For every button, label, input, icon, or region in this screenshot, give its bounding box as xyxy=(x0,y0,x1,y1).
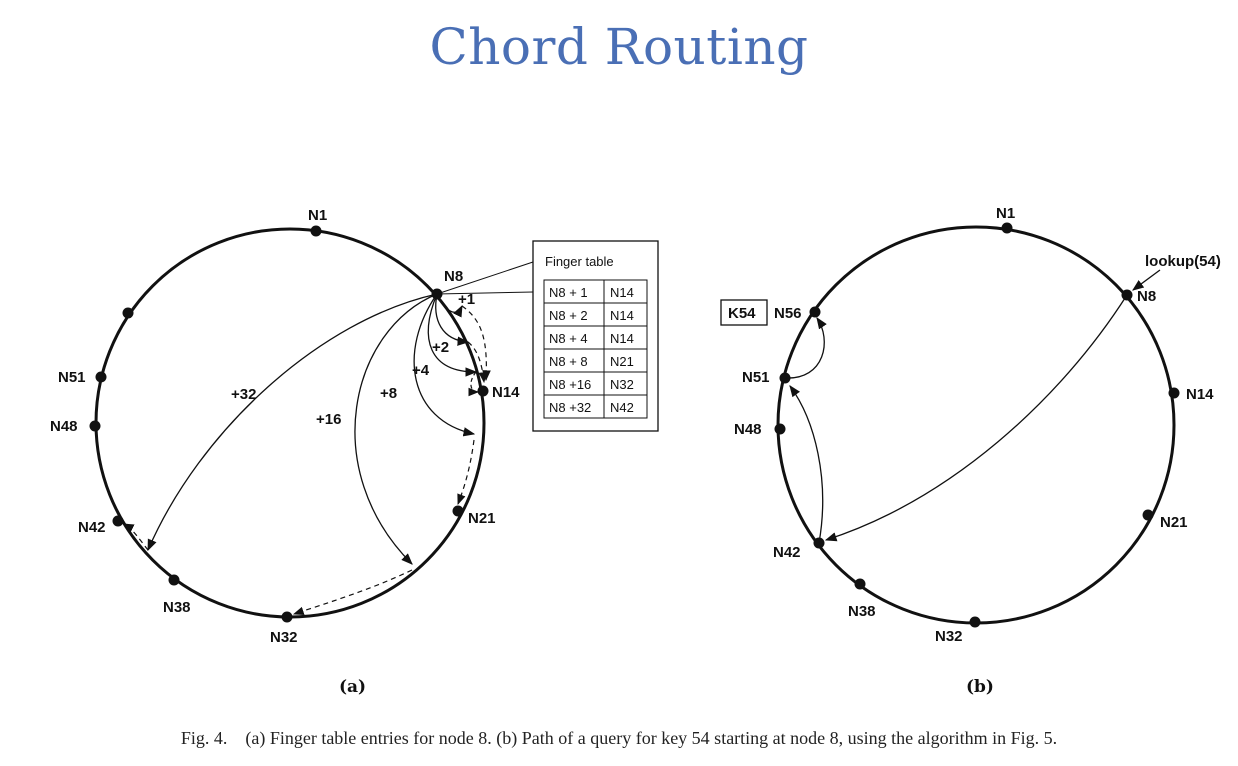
successor-dash-8 xyxy=(457,439,475,506)
finger-start-cell: N8 + 4 xyxy=(549,331,588,346)
node-n32-a xyxy=(281,611,293,623)
node-n48-a xyxy=(89,420,101,432)
label-n21-b: N21 xyxy=(1160,514,1188,531)
node-n51-a xyxy=(95,371,107,383)
finger-arrow-2 xyxy=(435,293,470,346)
node-n21-b xyxy=(1142,509,1154,521)
finger-start-cell: N8 +16 xyxy=(549,377,591,392)
query-path-n51-to-n56 xyxy=(784,317,827,379)
label-n8-b: N8 xyxy=(1137,288,1156,305)
offset-label-8: +8 xyxy=(380,385,397,402)
chord-ring-a xyxy=(94,227,486,619)
diagram-a: N1 N8 N14 N21 N32 N38 N42 N48 N51 +1 +2 … xyxy=(50,207,659,697)
offset-label-4: +4 xyxy=(412,362,430,379)
key-label: K54 xyxy=(728,305,756,322)
label-n1-a: N1 xyxy=(308,207,327,224)
node-n1-a xyxy=(310,225,322,237)
node-n48-b xyxy=(774,423,786,435)
label-n14-b: N14 xyxy=(1186,386,1214,403)
finger-node-cell: N14 xyxy=(610,308,634,323)
finger-node-cell: N42 xyxy=(610,400,634,415)
successor-dash-32 xyxy=(123,523,149,551)
offset-label-16: +16 xyxy=(316,411,341,428)
node-n38-b xyxy=(854,578,866,590)
label-n8-a: N8 xyxy=(444,268,463,285)
label-n42-b: N42 xyxy=(773,544,801,561)
label-n1-b: N1 xyxy=(996,205,1015,222)
finger-start-cell: N8 + 1 xyxy=(549,285,588,300)
finger-node-cell: N21 xyxy=(610,354,634,369)
label-n32-b: N32 xyxy=(935,628,963,645)
label-n14-a: N14 xyxy=(492,384,520,401)
finger-arrow-1 xyxy=(436,293,463,318)
callout-line-bottom xyxy=(436,291,534,295)
chord-ring-b xyxy=(776,225,1176,625)
node-n42-a xyxy=(112,515,124,527)
label-n21-a: N21 xyxy=(468,510,496,527)
offset-label-2: +2 xyxy=(432,339,449,356)
finger-start-cell: N8 +32 xyxy=(549,400,591,415)
offset-label-32: +32 xyxy=(231,386,256,403)
label-n38-a: N38 xyxy=(163,599,191,616)
page-title: Chord Routing xyxy=(429,18,809,76)
node-n38-a xyxy=(168,574,180,586)
label-n48-b: N48 xyxy=(734,421,762,438)
offset-label-1: +1 xyxy=(458,291,475,308)
finger-arrow-32 xyxy=(147,293,438,552)
node-n14-b xyxy=(1168,387,1180,399)
finger-arrow-16 xyxy=(354,293,438,565)
finger-start-cell: N8 + 8 xyxy=(549,354,588,369)
finger-table-title: Finger table xyxy=(545,254,614,269)
lookup-label: lookup(54) xyxy=(1145,253,1221,270)
figure-caption: Fig. 4. (a) Finger table entries for nod… xyxy=(180,728,1058,748)
finger-node-cell: N14 xyxy=(610,331,634,346)
label-n48-a: N48 xyxy=(50,418,78,435)
label-n51-b: N51 xyxy=(742,369,770,386)
finger-table: Finger table N8 + 1 N14 N8 + 2 N14 N8 + … xyxy=(436,240,659,432)
node-unlabeled-a xyxy=(122,307,134,319)
finger-node-cell: N14 xyxy=(610,285,634,300)
sublabel-a: (a) xyxy=(339,677,366,697)
finger-table-frame xyxy=(532,240,659,432)
key-box xyxy=(720,299,768,326)
finger-arrow-8 xyxy=(413,293,476,437)
node-n14-a xyxy=(477,385,489,397)
finger-start-cell: N8 + 2 xyxy=(549,308,588,323)
node-n21-a xyxy=(452,505,464,517)
finger-node-cell: N32 xyxy=(610,377,634,392)
sublabel-b: (b) xyxy=(966,677,994,697)
diagram-b: N1 N8 N14 N21 N32 N38 N42 N48 N51 N56 K5… xyxy=(720,205,1221,697)
node-n1-b xyxy=(1001,222,1013,234)
lookup-pointer xyxy=(1132,269,1161,291)
finger-arrow-4 xyxy=(427,293,478,377)
successor-dash-2 xyxy=(467,341,488,384)
label-n51-a: N51 xyxy=(58,369,86,386)
label-n56-b: N56 xyxy=(774,305,802,322)
successor-dash-4 xyxy=(468,371,480,397)
node-n32-b xyxy=(969,616,981,628)
label-n42-a: N42 xyxy=(78,519,106,536)
label-n38-b: N38 xyxy=(848,603,876,620)
query-path-n42-to-n51 xyxy=(789,385,824,544)
label-n32-a: N32 xyxy=(270,629,298,646)
callout-line-top xyxy=(436,261,534,295)
successor-dash-16 xyxy=(292,569,413,616)
query-path-n8-to-n42 xyxy=(824,294,1128,542)
node-n56-b xyxy=(809,306,821,318)
